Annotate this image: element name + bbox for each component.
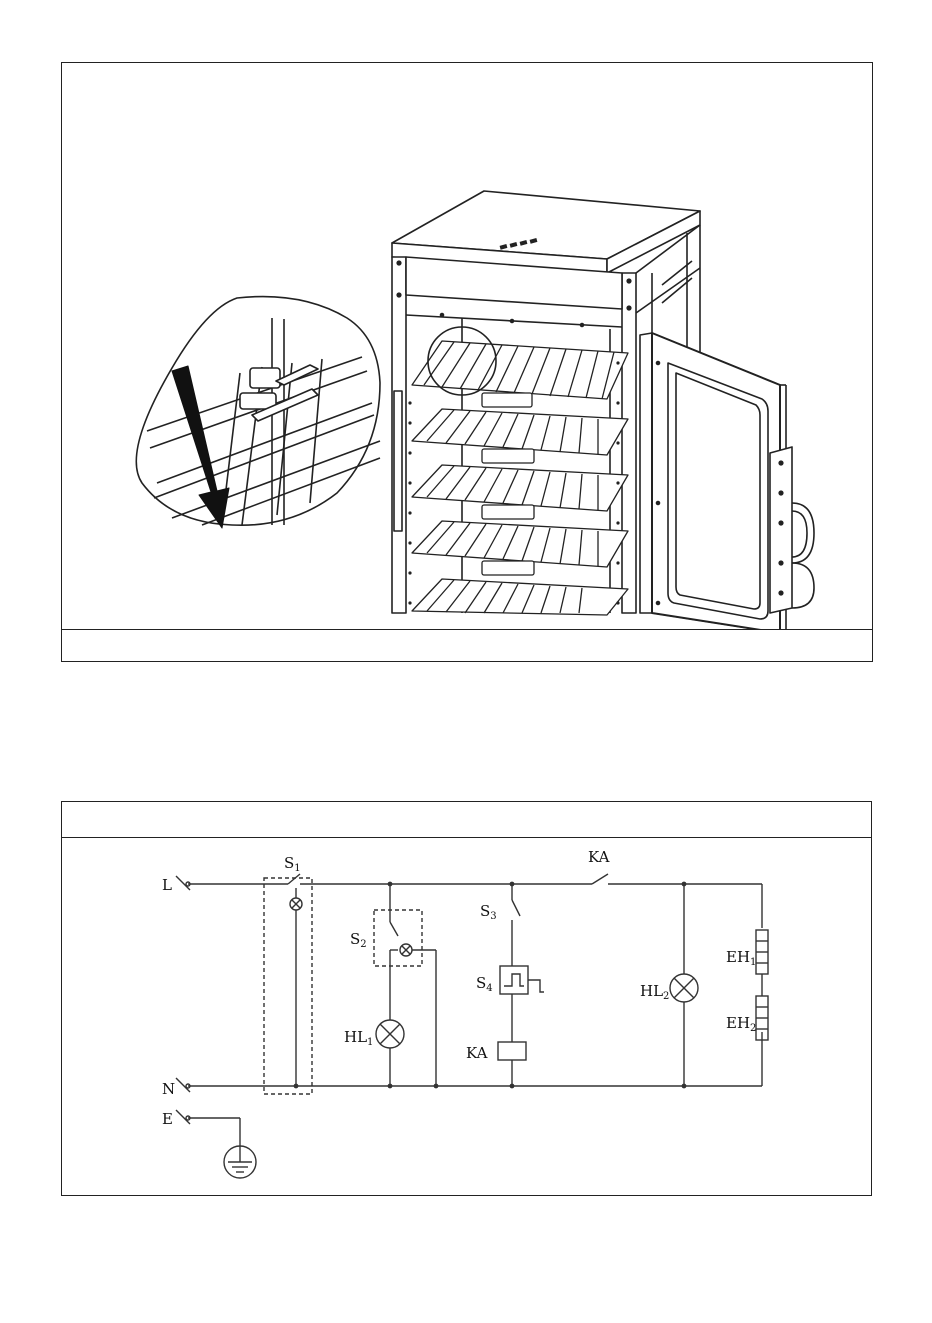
- eh2-label-sub: 2: [750, 1023, 756, 1034]
- s1-label: S: [284, 854, 294, 872]
- terminal-earth: E: [162, 1110, 240, 1148]
- ka-contact-label: KA: [588, 848, 610, 866]
- magnified-detail: [136, 297, 380, 526]
- circuit-diagram: L N E S1: [62, 802, 873, 1197]
- eh1-label-sub: 1: [750, 957, 756, 968]
- hl1-label-sub: 1: [367, 1037, 373, 1048]
- lamp-icon: [290, 898, 302, 910]
- wire-shelves: [412, 341, 628, 615]
- cabinet-illustration: [62, 63, 874, 629]
- lamp-hl1: HL1: [344, 1020, 404, 1086]
- thermostat-s4: S4: [476, 966, 544, 1042]
- terminal-neutral: N: [162, 1078, 190, 1098]
- shelf-2: [412, 409, 628, 463]
- svg-text:S4: S4: [476, 974, 493, 994]
- s3-label-sub: 3: [490, 911, 496, 922]
- relay-coil-icon: [498, 1042, 526, 1060]
- thermostat-icon: [500, 966, 544, 994]
- illustration-caption: [62, 629, 872, 661]
- s2-label-sub: 2: [360, 939, 366, 950]
- heater-eh1: EH1: [726, 930, 768, 996]
- shelf-4: [412, 521, 628, 575]
- terminal-live: L: [162, 876, 190, 894]
- shelf-1: [412, 341, 628, 407]
- hl1-label: HL: [344, 1028, 367, 1046]
- s4-label: S: [476, 974, 486, 992]
- svg-text:S3: S3: [480, 902, 497, 922]
- svg-text:S2: S2: [350, 930, 367, 950]
- switch-s2: S2: [350, 884, 436, 1086]
- shelf-3: [412, 465, 628, 519]
- s1-label-sub: 1: [294, 863, 300, 874]
- hl2-label-sub: 2: [663, 991, 669, 1002]
- earth-ground-icon: [224, 1146, 256, 1178]
- s2-label: S: [350, 930, 360, 948]
- svg-text:HL1: HL1: [344, 1028, 373, 1048]
- relay-coil-ka: KA: [466, 1042, 526, 1086]
- svg-text:S1: S1: [284, 854, 301, 874]
- terminal-live-label: L: [162, 876, 172, 894]
- door-handle: [770, 447, 814, 613]
- shelf-5: [412, 579, 628, 615]
- terminal-earth-label: E: [162, 1110, 173, 1128]
- s3-label: S: [480, 902, 490, 920]
- eh1-label: EH: [726, 948, 750, 966]
- ka-coil-label: KA: [466, 1044, 488, 1062]
- switch-s1: S1: [264, 854, 312, 1094]
- wiring-diagram-panel: L N E S1: [61, 801, 872, 1196]
- open-door: [640, 333, 814, 629]
- relay-contact-ka: KA: [588, 848, 610, 884]
- illustration-panel: [61, 62, 873, 662]
- svg-text:HL2: HL2: [640, 982, 669, 1002]
- lamp-hl2: HL2: [640, 884, 698, 1086]
- lamp-icon: [376, 1020, 404, 1048]
- svg-text:EH2: EH2: [726, 1014, 756, 1034]
- hl2-label: HL: [640, 982, 663, 1000]
- eh2-label: EH: [726, 1014, 750, 1032]
- svg-text:EH1: EH1: [726, 948, 756, 968]
- terminal-neutral-label: N: [162, 1080, 175, 1098]
- lamp-icon: [400, 944, 412, 956]
- lamp-icon: [670, 974, 698, 1002]
- heating-element-icon: [756, 930, 768, 974]
- switch-s3: S3: [480, 884, 520, 966]
- s4-label-sub: 4: [486, 983, 492, 994]
